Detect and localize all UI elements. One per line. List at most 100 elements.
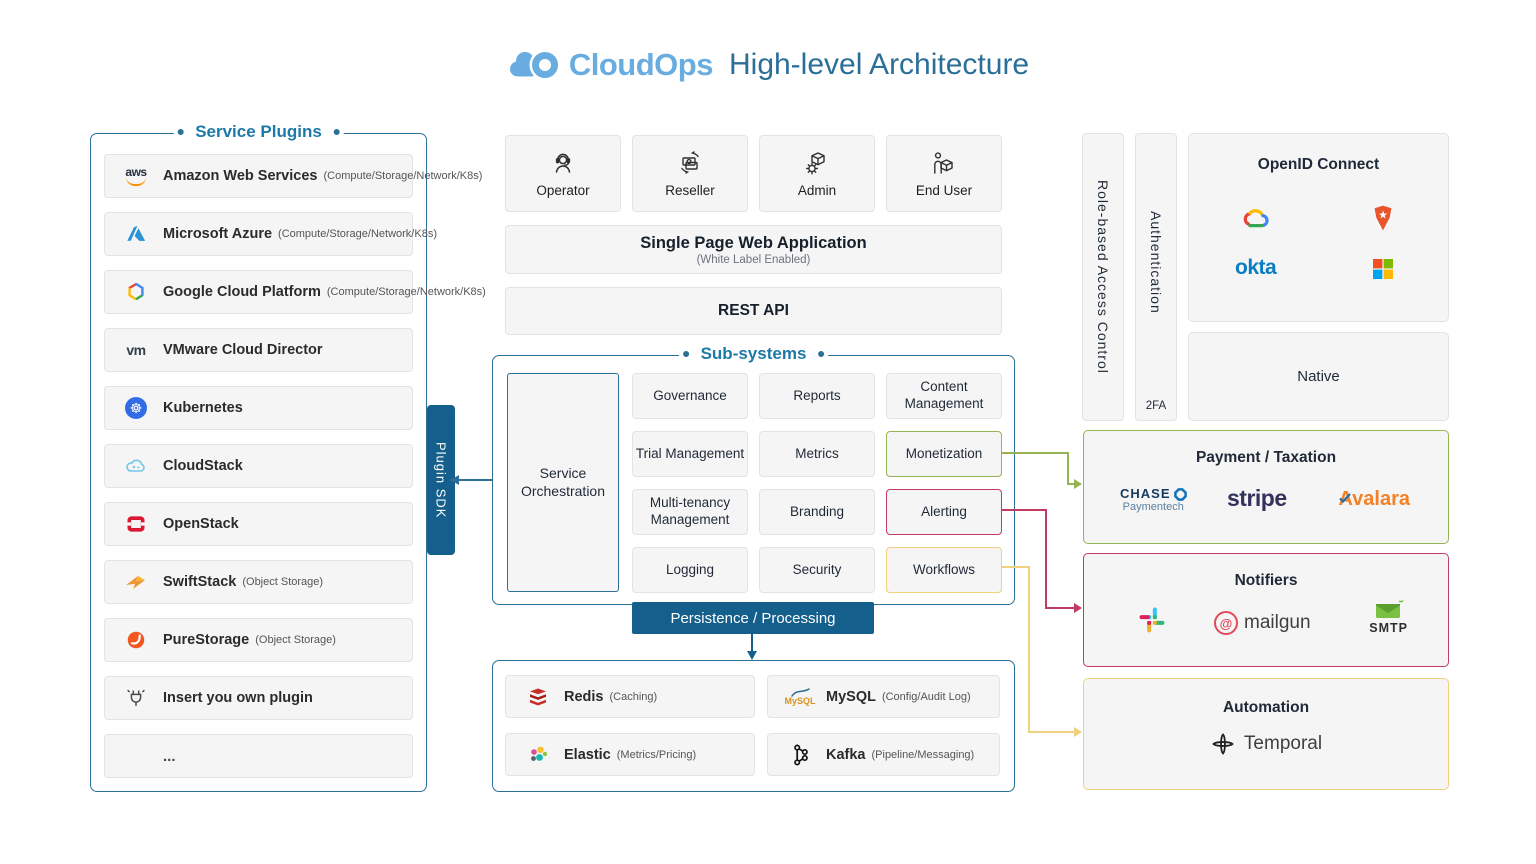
- native-box: Native: [1188, 332, 1449, 421]
- mysql-icon: MySQL: [785, 687, 816, 706]
- plugin-sdk-bar: Plugin SDK: [427, 405, 455, 555]
- end-user-icon: [929, 149, 959, 177]
- page-header: CloudOps High-level Architecture: [0, 46, 1536, 84]
- label-dot-left: [682, 351, 689, 357]
- alerting-connector: [1002, 509, 1047, 511]
- 2fa-badge: 2FA: [1145, 400, 1167, 412]
- persistence-banner: Persistence / Processing: [632, 602, 874, 634]
- cloudops-logo-icon: [507, 46, 559, 84]
- page-title: High-level Architecture: [728, 48, 1030, 81]
- plugin-item: SwiftStack (Object Storage): [104, 560, 413, 604]
- sdk-connector-line: [458, 479, 507, 481]
- brand-name: CloudOps: [568, 47, 714, 82]
- actor-admin: Admin: [759, 135, 875, 212]
- vmware-icon: vm: [126, 342, 146, 358]
- subsystem-workflows: Workflows: [886, 547, 1002, 593]
- plugin-item: OpenStack: [104, 502, 413, 546]
- workflows-connector: [1002, 566, 1030, 568]
- rbac-bar: Role-based Access Control: [1082, 133, 1124, 421]
- chase-paymentech-logo: CHASE Paymentech: [1120, 486, 1187, 513]
- persistence-arrowhead: [746, 651, 757, 660]
- smtp-envelope-icon: [1375, 600, 1405, 618]
- rest-api-box: REST API: [505, 287, 1002, 335]
- service-plugins-label: Service Plugins: [173, 122, 344, 142]
- spa-box: Single Page Web Application (White Label…: [505, 225, 1002, 274]
- aws-icon: aws: [121, 166, 151, 186]
- plugin-item: vm VMware Cloud Director: [104, 328, 413, 372]
- subsystem-alerting: Alerting: [886, 489, 1002, 535]
- monetization-connector: [1002, 452, 1069, 454]
- subsystem-metrics: Metrics: [759, 431, 875, 477]
- subsystem-multi-tenancy: Multi-tenancy Management: [632, 489, 748, 535]
- temporal-pinwheel-icon: [1212, 733, 1234, 755]
- subsystem-trial-management: Trial Management: [632, 431, 748, 477]
- label-dot-right: [818, 351, 825, 357]
- gcp-icon: [121, 281, 151, 303]
- automation-box: Automation Temporal: [1083, 678, 1449, 790]
- service-plugins-panel: Service Plugins aws Amazon Web Services …: [90, 122, 486, 792]
- notifiers-box: Notifiers @ mailgun: [1083, 553, 1449, 667]
- subsystems-label: Sub-systems: [678, 344, 829, 364]
- cloudstack-icon: [121, 455, 151, 477]
- workflows-connector: [1028, 566, 1030, 733]
- elastic-icon: [524, 744, 552, 766]
- datastore-mysql: MySQL MySQL (Config/Audit Log): [767, 675, 1000, 718]
- auth0-icon: ★: [1370, 204, 1396, 232]
- sdk-connector-arrowhead: [450, 475, 459, 485]
- subsystem-reports: Reports: [759, 373, 875, 419]
- chase-octagon-icon: [1173, 487, 1187, 501]
- subsystem-governance: Governance: [632, 373, 748, 419]
- openid-connect-box: OpenID Connect ★ okta: [1188, 133, 1449, 322]
- mailgun-at-icon: @: [1214, 611, 1238, 635]
- actor-operator: Operator: [505, 135, 621, 212]
- plugin-item: ☸ Kubernetes: [104, 386, 413, 430]
- alerting-connector: [1045, 509, 1047, 609]
- plugin-item: Insert you own plugin: [104, 676, 413, 720]
- plugin-item: Google Cloud Platform (Compute/Storage/N…: [104, 270, 486, 314]
- actor-end-user: End User: [886, 135, 1002, 212]
- subsystem-branding: Branding: [759, 489, 875, 535]
- plugin-item: PureStorage (Object Storage): [104, 618, 413, 662]
- operator-icon: [548, 149, 578, 177]
- kafka-icon: [786, 743, 814, 767]
- service-orchestration-box: Service Orchestration: [507, 373, 619, 592]
- plugin-item: ...: [104, 734, 413, 778]
- monetization-arrowhead: [1074, 479, 1082, 489]
- avalara-logo: Avalara: [1338, 488, 1410, 510]
- stripe-logo: stripe: [1227, 485, 1287, 511]
- persistence-arrow-line: [751, 634, 753, 652]
- mailgun-logo: @ mailgun: [1214, 611, 1311, 635]
- actor-reseller: Reseller: [632, 135, 748, 212]
- monetization-connector: [1067, 452, 1069, 485]
- reseller-icon: [675, 149, 705, 177]
- microsoft-icon: [1372, 258, 1394, 280]
- okta-logo: okta: [1235, 256, 1277, 279]
- subsystem-content-management: Content Management: [886, 373, 1002, 419]
- alerting-connector: [1045, 607, 1074, 609]
- swiftstack-icon: [121, 572, 151, 592]
- svg-text:★: ★: [1378, 210, 1388, 222]
- subsystem-logging: Logging: [632, 547, 748, 593]
- temporal-logo: Temporal: [1084, 731, 1448, 757]
- azure-icon: [121, 223, 151, 245]
- subsystem-security: Security: [759, 547, 875, 593]
- purestorage-icon: [121, 629, 151, 651]
- spa-title: Single Page Web Application: [640, 233, 867, 252]
- spa-subtitle: (White Label Enabled): [696, 253, 811, 266]
- google-cloud-icon: [1239, 206, 1273, 230]
- plug-icon: [121, 687, 151, 709]
- kubernetes-icon: ☸: [121, 397, 151, 419]
- workflows-connector: [1028, 731, 1074, 733]
- datastore-redis: Redis (Caching): [505, 675, 755, 718]
- authentication-bar: Authentication 2FA: [1135, 133, 1177, 421]
- label-dot-left: [177, 129, 184, 135]
- datastore-elastic: Elastic (Metrics/Pricing): [505, 733, 755, 776]
- workflows-arrowhead: [1074, 727, 1082, 737]
- openstack-icon: [121, 514, 151, 534]
- plugin-item: aws Amazon Web Services (Compute/Storage…: [104, 154, 482, 198]
- admin-icon: [802, 149, 832, 177]
- smtp-logo: SMTP: [1369, 600, 1408, 635]
- subsystem-monetization: Monetization: [886, 431, 1002, 477]
- slack-icon: [1136, 604, 1168, 636]
